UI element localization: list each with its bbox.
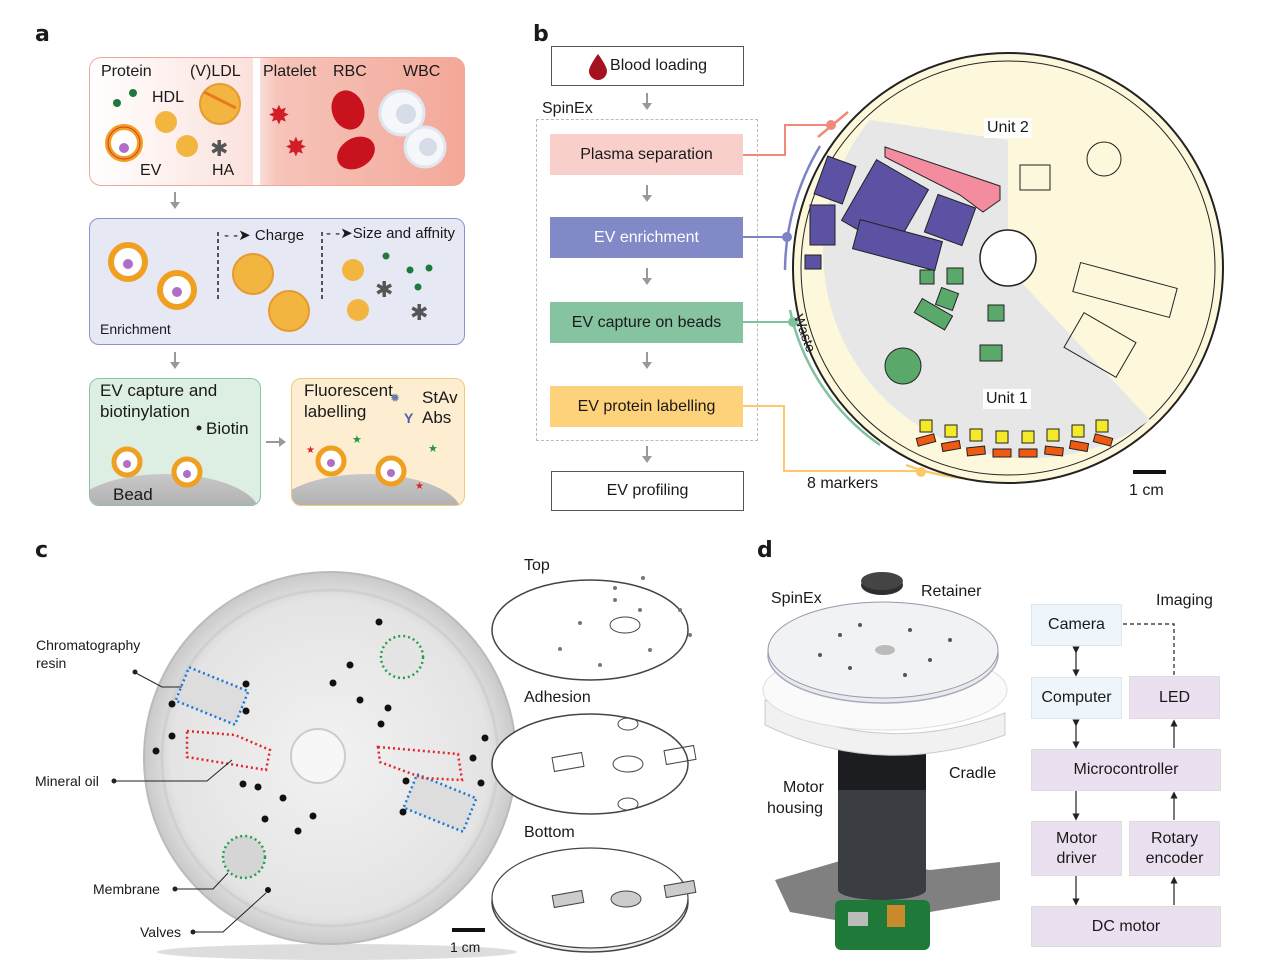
arrow-down-icon (642, 93, 652, 110)
charge-text: Charge (254, 227, 305, 244)
label-imaging: Imaging (1156, 592, 1213, 609)
label-wbc: WBC (403, 63, 441, 80)
scale-label-b: 1 cm (1129, 482, 1164, 499)
label-platelet: Platelet (263, 63, 317, 80)
connector-labelling (743, 405, 919, 472)
label-enrichment: Enrichment (100, 321, 171, 337)
label-spinex-device: SpinEx (771, 590, 822, 607)
motor-driver-line-1: Motor (1056, 830, 1097, 848)
label-protein: Protein (101, 63, 152, 80)
step-ev-enrichment: EV enrichment (550, 217, 743, 258)
step-ev-labelling: EV protein labelling (550, 386, 743, 427)
panel-label-a: a (35, 22, 50, 47)
layer-label-adhesion: Adhesion (524, 689, 591, 706)
spinex-dashed-group (536, 119, 758, 441)
blood-drop-icon (589, 54, 608, 80)
label-vldl: (V)LDL (190, 63, 241, 80)
labelling-title-1: Fluorescent (304, 381, 393, 400)
marker-wells (915, 419, 1114, 458)
labelling-title-2: labelling (304, 402, 367, 421)
label-size-affinity: - -➤Size and affnity (326, 225, 456, 242)
scale-bar (1133, 470, 1166, 474)
block-rotary-encoder: Rotary encoder (1129, 821, 1220, 876)
label-abs: Abs (422, 408, 452, 427)
size-affinity-text: Size and affnity (352, 225, 456, 242)
label-stav: StAv (422, 388, 458, 407)
block-computer: Computer (1031, 677, 1122, 719)
arrow-right-icon (266, 437, 286, 447)
capture-title-1: EV capture and (100, 381, 218, 400)
label-waste: Waste (790, 312, 820, 355)
label-unit-2: Unit 2 (984, 118, 1032, 139)
label-ev: EV (140, 162, 162, 179)
arrow-down-icon (642, 446, 652, 463)
label-bead: Bead (113, 485, 153, 504)
block-microcontroller: Microcontroller (1031, 749, 1221, 791)
label-retainer: Retainer (921, 583, 982, 600)
step-plasma-separation: Plasma separation (550, 134, 743, 175)
label-motor-housing-2: housing (767, 800, 824, 817)
blood-loading-box: Blood loading (551, 46, 744, 86)
arrow-down-icon (170, 352, 180, 369)
arrow-down-icon (170, 192, 180, 209)
block-camera: Camera (1031, 604, 1122, 646)
layer-top (491, 576, 692, 681)
ev-profiling-box: EV profiling (551, 471, 744, 511)
arrow-down-icon (642, 185, 652, 202)
arrow-down-icon (642, 352, 652, 369)
rotary-encoder-line-1: Rotary (1150, 830, 1199, 848)
panel-label-b: b (533, 22, 549, 47)
label-motor-housing-1: Motor (783, 779, 824, 796)
label-biotin: Biotin (206, 419, 249, 438)
scale-bar (452, 928, 485, 932)
panel-label-c: c (35, 538, 49, 563)
blood-loading-label: Blood loading (610, 57, 707, 75)
label-cradle: Cradle (949, 765, 997, 782)
panel-label-d: d (757, 538, 773, 563)
block-dc-motor: DC motor (1031, 906, 1221, 947)
layer-adhesion (491, 713, 697, 815)
label-charge: - -➤ Charge (224, 227, 305, 244)
label-hdl: HDL (152, 89, 185, 106)
label-rbc: RBC (333, 63, 367, 80)
callout-valves: Valves (140, 924, 181, 940)
layer-label-bottom: Bottom (524, 824, 575, 841)
callout-resin-2: resin (36, 655, 67, 671)
label-unit-1: Unit 1 (983, 389, 1031, 410)
layer-label-top: Top (524, 557, 550, 574)
scale-label-c: 1 cm (450, 939, 481, 955)
motor-driver-line-2: driver (1056, 849, 1097, 867)
capture-title-2: biotinylation (100, 402, 190, 421)
arrow-down-icon (642, 268, 652, 285)
label-ha: HA (212, 162, 235, 179)
step-ev-capture: EV capture on beads (550, 302, 743, 343)
label-spinex: SpinEx (542, 100, 593, 117)
label-8-markers: 8 markers (807, 475, 879, 492)
callout-mineral-oil: Mineral oil (35, 773, 99, 789)
layer-bottom (491, 847, 697, 953)
rotary-encoder-line-2: encoder (1145, 849, 1204, 867)
callout-resin-1: Chromatography (36, 637, 141, 653)
block-motor-driver: Motor driver (1031, 821, 1122, 876)
callout-membrane: Membrane (93, 881, 160, 897)
block-led: LED (1129, 676, 1220, 719)
